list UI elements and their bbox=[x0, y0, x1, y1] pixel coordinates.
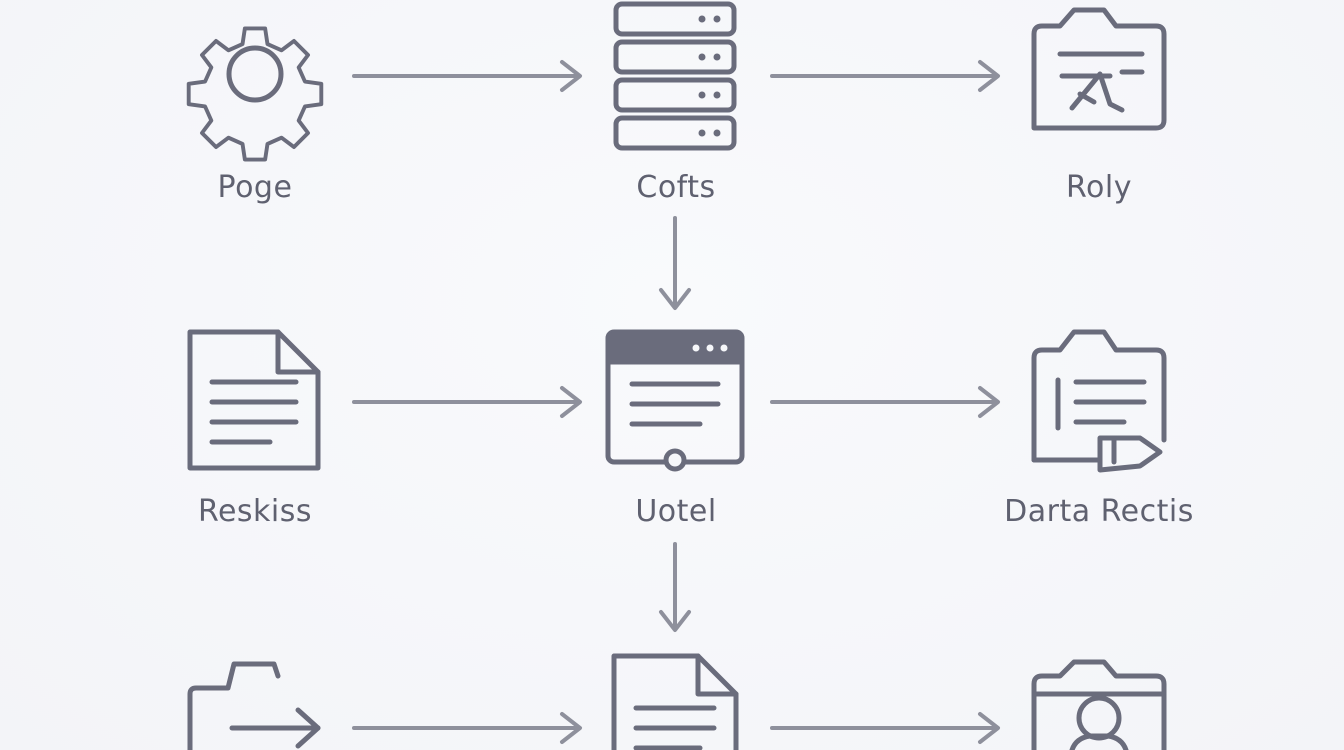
gear-icon bbox=[186, 26, 324, 162]
document-icon bbox=[187, 329, 321, 471]
server-stack-icon bbox=[613, 1, 737, 151]
server-lights bbox=[698, 15, 721, 137]
arrow-browser-to-bottom-document bbox=[659, 542, 691, 632]
arrow-document-to-folder-user bbox=[770, 712, 1000, 744]
arrow-gear-to-server bbox=[352, 60, 582, 92]
arrow-server-to-folder-chart bbox=[770, 60, 1000, 92]
label-roly: Roly bbox=[1066, 170, 1132, 205]
label-darta-rectis: Darta Rectis bbox=[1004, 494, 1194, 529]
browser-titlebar bbox=[608, 332, 742, 362]
label-cofts: Cofts bbox=[636, 170, 716, 205]
label-uotel: Uotel bbox=[635, 494, 717, 529]
arrow-document-to-browser bbox=[352, 386, 582, 418]
label-pogue: Poge bbox=[217, 170, 293, 205]
arrow-server-to-browser bbox=[659, 216, 691, 310]
label-reskiss: Reskiss bbox=[197, 494, 313, 529]
folder-document-icon bbox=[1031, 329, 1167, 473]
folder-export-icon bbox=[187, 661, 321, 750]
arrow-folder-export-to-document bbox=[352, 712, 582, 744]
arrow-browser-to-folder-document bbox=[770, 386, 1000, 418]
document-icon-bottom bbox=[611, 653, 739, 750]
folder-user-icon bbox=[1031, 659, 1167, 750]
folder-chart-icon bbox=[1031, 7, 1167, 131]
